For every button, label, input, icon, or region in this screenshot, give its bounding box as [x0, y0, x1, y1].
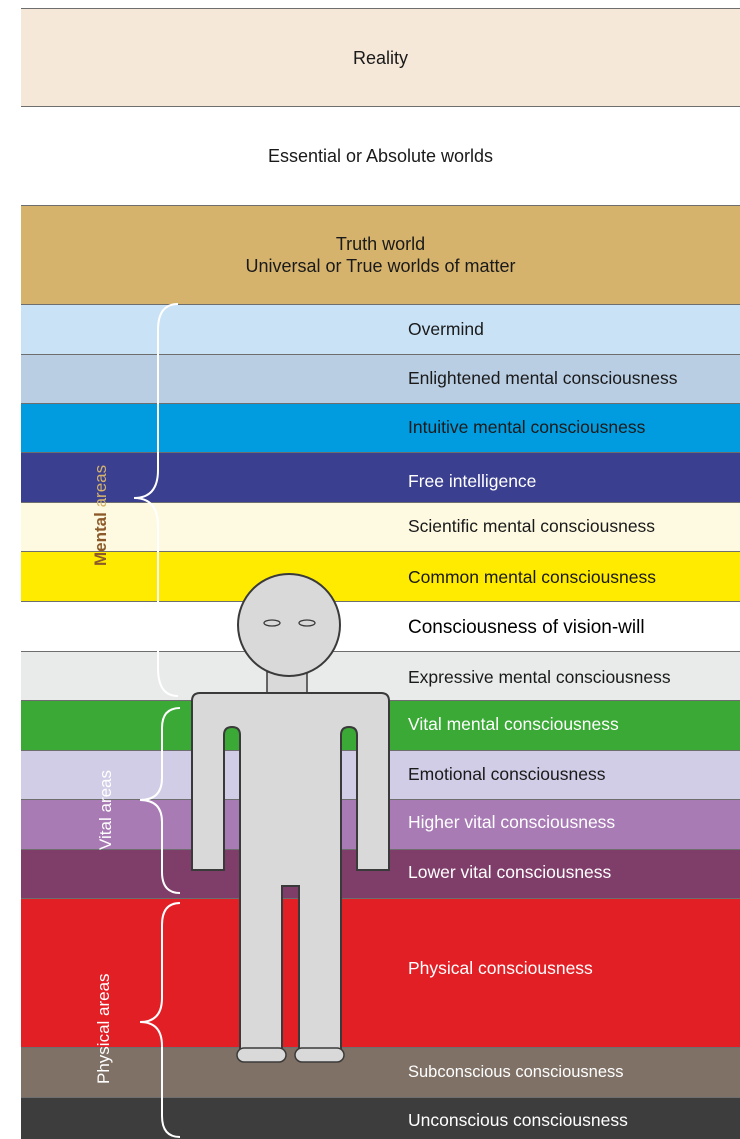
mental-word: Mental	[91, 512, 110, 566]
layer-band	[21, 354, 740, 403]
figure-body	[191, 692, 390, 1053]
layer-label-scientific: Scientific mental consciousness	[408, 516, 656, 536]
layer-label-unconscious: Unconscious consciousness	[408, 1110, 628, 1130]
layer-band	[21, 403, 740, 452]
band-essential-worlds: Essential or Absolute worlds	[21, 106, 740, 205]
figure-right-foot	[294, 1047, 345, 1063]
layer-label-physical: Physical consciousness	[408, 958, 593, 978]
layer-label-expressive: Expressive mental consciousness	[408, 667, 671, 687]
layer-label-overmind: Overmind	[408, 319, 484, 339]
band-truth-label: Truth world Universal or True worlds of …	[21, 233, 740, 277]
layer-band	[21, 304, 740, 354]
physical-areas-label: Physical areas	[94, 973, 113, 1084]
layer-label-lower-vital: Lower vital consciousness	[408, 862, 612, 882]
figure-left-eye	[263, 619, 281, 627]
layer-label-emotional: Emotional consciousness	[408, 764, 606, 784]
band-reality-label: Reality	[21, 47, 740, 69]
band-truth-line1: Truth world	[335, 234, 426, 254]
layer-label-free-intelligence: Free intelligence	[408, 471, 537, 491]
band-reality-text: Reality	[352, 48, 409, 68]
band-truth-line2: Universal or True worlds of matter	[245, 256, 516, 276]
layer-band	[21, 502, 740, 551]
band-truth-world: Truth world Universal or True worlds of …	[21, 205, 740, 304]
human-figure	[191, 573, 390, 1063]
band-essential-text: Essential or Absolute worlds	[267, 146, 494, 166]
vital-brace	[139, 707, 181, 894]
layer-band	[21, 551, 740, 601]
layer-label-enlightened: Enlightened mental consciousness	[408, 368, 678, 388]
layer-label-subconscious: Subconscious consciousness	[408, 1063, 624, 1081]
layer-label-higher-vital: Higher vital consciousness	[408, 812, 616, 832]
mental-areas-label: Mental areas	[91, 465, 111, 566]
areas-word: areas	[91, 464, 110, 508]
layer-label-vital-mental: Vital mental consciousness	[408, 714, 619, 734]
figure-left-foot	[236, 1047, 287, 1063]
band-reality: Reality	[21, 8, 740, 106]
layer-band	[21, 601, 740, 651]
layer-band	[21, 452, 740, 502]
layer-label-intuitive: Intuitive mental consciousness	[408, 417, 646, 437]
layer-label-common: Common mental consciousness	[408, 567, 657, 587]
vital-areas-label: Vital areas	[96, 769, 115, 850]
layer-band	[21, 1047, 740, 1097]
layer-band	[21, 651, 740, 700]
layer-band	[21, 1097, 740, 1139]
band-essential-label: Essential or Absolute worlds	[21, 145, 740, 167]
figure-right-eye	[298, 619, 316, 627]
layer-label-vision-will: Consciousness of vision-will	[408, 617, 645, 638]
mental-brace	[133, 303, 179, 697]
physical-brace	[139, 902, 181, 1138]
figure-head	[237, 573, 341, 677]
